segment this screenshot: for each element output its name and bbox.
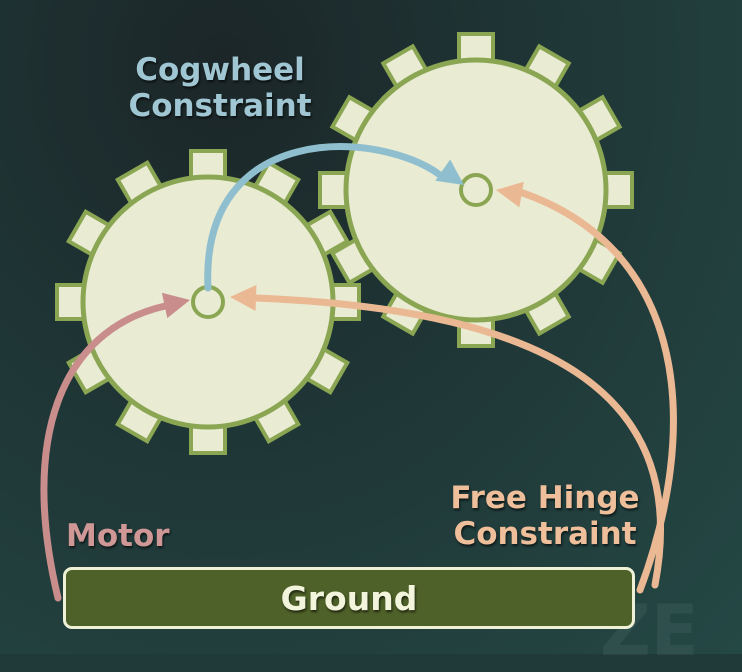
- hinge-arrow-left-head: [230, 284, 257, 311]
- axle-hinge: [459, 173, 493, 207]
- cogwheel-constraint-label: Cogwheel Constraint: [110, 52, 330, 124]
- motor-arrow: [40, 302, 169, 602]
- ground-label: Ground: [280, 578, 418, 618]
- motor-label: Motor: [66, 518, 170, 554]
- hinge-label-line1: Free Hinge: [450, 480, 640, 516]
- hinge-arrow-left: [251, 294, 665, 589]
- hinge-arrow-right-head: [496, 181, 524, 208]
- cogwheel-arrow-head: [435, 159, 464, 185]
- axle-hinge: [191, 285, 225, 319]
- motor-arrow-head: [161, 292, 190, 319]
- cogwheel-label-line2: Constraint: [128, 88, 312, 124]
- gear-diagram: [40, 32, 677, 602]
- cogwheel-arrow: [204, 143, 444, 292]
- hinge-label-line2: Constraint: [453, 516, 637, 552]
- left-gear: [55, 149, 361, 455]
- cogwheel-label-line1: Cogwheel: [135, 52, 305, 88]
- right-gear: [318, 32, 634, 348]
- free-hinge-constraint-label: Free Hinge Constraint: [440, 480, 650, 552]
- ground-block: Ground: [63, 567, 635, 629]
